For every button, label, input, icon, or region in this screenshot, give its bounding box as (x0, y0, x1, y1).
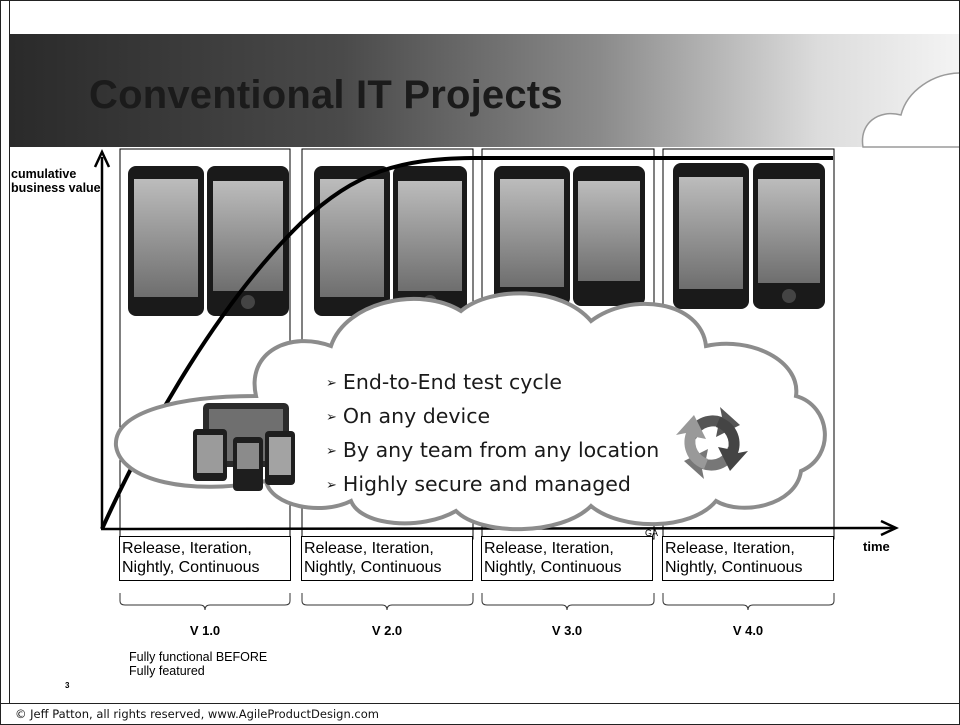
x-axis-label: time (863, 539, 890, 554)
bullet-arrow-icon: ➢ (326, 478, 337, 493)
bullet-text: By any team from any location (342, 438, 660, 462)
brace-v4 (662, 593, 835, 611)
version-braces (119, 593, 835, 611)
brace-v1 (119, 593, 291, 611)
release-cadence-box: Release, Iteration, Nightly, Continuous (119, 536, 291, 581)
y-axis-label: cumulative business value (11, 167, 101, 195)
ga-marker: GA (645, 528, 659, 538)
cloud-bullet: ➢ Highly secure and managed (326, 469, 659, 503)
phone-screenshot-icon (128, 163, 825, 316)
cadence-line: Release, Iteration, (484, 540, 614, 557)
release-cadence-box: Release, Iteration, Nightly, Continuous (481, 536, 653, 581)
bullet-arrow-icon: ➢ (326, 444, 337, 459)
cadence-line: Release, Iteration, (304, 540, 434, 557)
slide-title: Conventional IT Projects (89, 73, 563, 117)
arrow-right-icon (880, 519, 899, 537)
cloud-bullet-list: ➢ End-to-End test cycle ➢ On any device ➢ B… (326, 367, 659, 503)
cloud-bullet: ➢ End-to-End test cycle (326, 367, 659, 401)
cadence-line: Nightly, Continuous (122, 559, 260, 576)
release-cadence-box: Release, Iteration, Nightly, Continuous (662, 536, 834, 581)
version-label: V 3.0 (551, 623, 583, 638)
version-label: V 1.0 (189, 623, 221, 638)
version-label: V 2.0 (371, 623, 403, 638)
tablet-devices-icon (193, 403, 295, 491)
header-band (9, 34, 959, 147)
bullet-arrow-icon: ➢ (326, 410, 337, 425)
fully-functional-note: Fully functional BEFORE Fully featured (129, 650, 268, 678)
bullet-arrow-icon: ➢ (326, 376, 337, 391)
cloud-bullet: ➢ By any team from any location (326, 435, 659, 469)
bullet-text: End-to-End test cycle (342, 370, 562, 394)
version-label: V 4.0 (732, 623, 764, 638)
page-number: 3 (65, 681, 70, 690)
cadence-line: Release, Iteration, (665, 540, 795, 557)
refresh-cycle-icon (676, 407, 748, 479)
cadence-line: Nightly, Continuous (484, 559, 622, 576)
brace-v3 (481, 593, 655, 611)
footer-copyright: © Jeff Patton, all rights reserved, www.… (15, 707, 379, 721)
left-rule (9, 1, 10, 703)
cadence-line: Nightly, Continuous (665, 559, 803, 576)
brace-v2 (301, 593, 474, 611)
bullet-text: Highly secure and managed (342, 472, 631, 496)
cadence-line: Nightly, Continuous (304, 559, 442, 576)
cadence-line: Release, Iteration, (122, 540, 252, 557)
cloud-bullet: ➢ On any device (326, 401, 659, 435)
footer: © Jeff Patton, all rights reserved, www.… (1, 703, 959, 724)
arrow-up-icon (93, 149, 111, 168)
bullet-text: On any device (342, 404, 491, 428)
release-cadence-box: Release, Iteration, Nightly, Continuous (301, 536, 473, 581)
